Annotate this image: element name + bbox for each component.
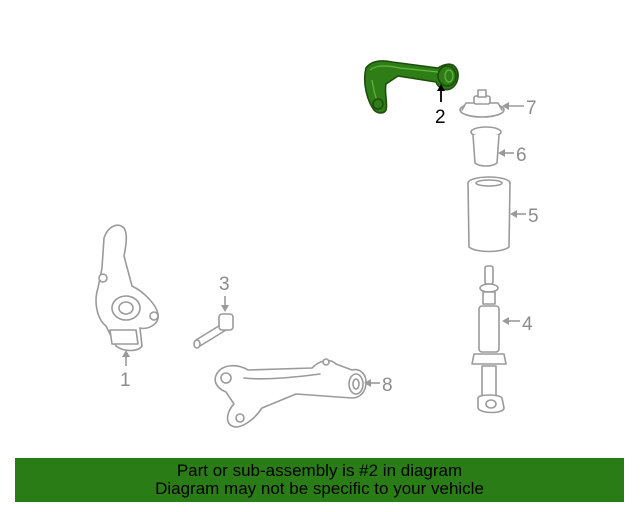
jounce-bumper-part[interactable] [470,126,502,167]
callout-1: 1 [120,350,131,391]
callout-7: 7 [502,98,537,119]
callout-label-7: 7 [526,98,537,119]
shock-absorber-part[interactable] [471,265,507,414]
dust-boot-part[interactable] [467,176,511,253]
callout-2: 2 [435,84,446,128]
callout-label-3: 3 [219,274,230,295]
strut-mount-part[interactable] [459,89,505,118]
callout-label-6: 6 [516,145,527,166]
steering-knuckle-part[interactable] [95,224,159,352]
bolt-part[interactable] [193,313,234,349]
callout-6: 6 [498,145,527,166]
upper-control-arm-part[interactable] [363,60,459,114]
banner-line-1: Part or sub-assembly is #2 in diagram [176,461,463,480]
lower-control-arm-part[interactable] [214,358,367,428]
callout-4: 4 [502,314,533,335]
callout-label-8: 8 [382,375,393,396]
callout-label-1: 1 [120,370,131,391]
info-banner: Part or sub-assembly is #2 in diagram Di… [15,458,624,502]
callout-5: 5 [510,206,539,227]
callout-3: 3 [219,274,230,312]
callout-label-4: 4 [522,314,533,335]
callout-label-5: 5 [528,206,539,227]
callout-8: 8 [364,375,393,396]
banner-line-2: Diagram may not be specific to your vehi… [155,479,484,498]
callout-label-2: 2 [435,107,446,128]
